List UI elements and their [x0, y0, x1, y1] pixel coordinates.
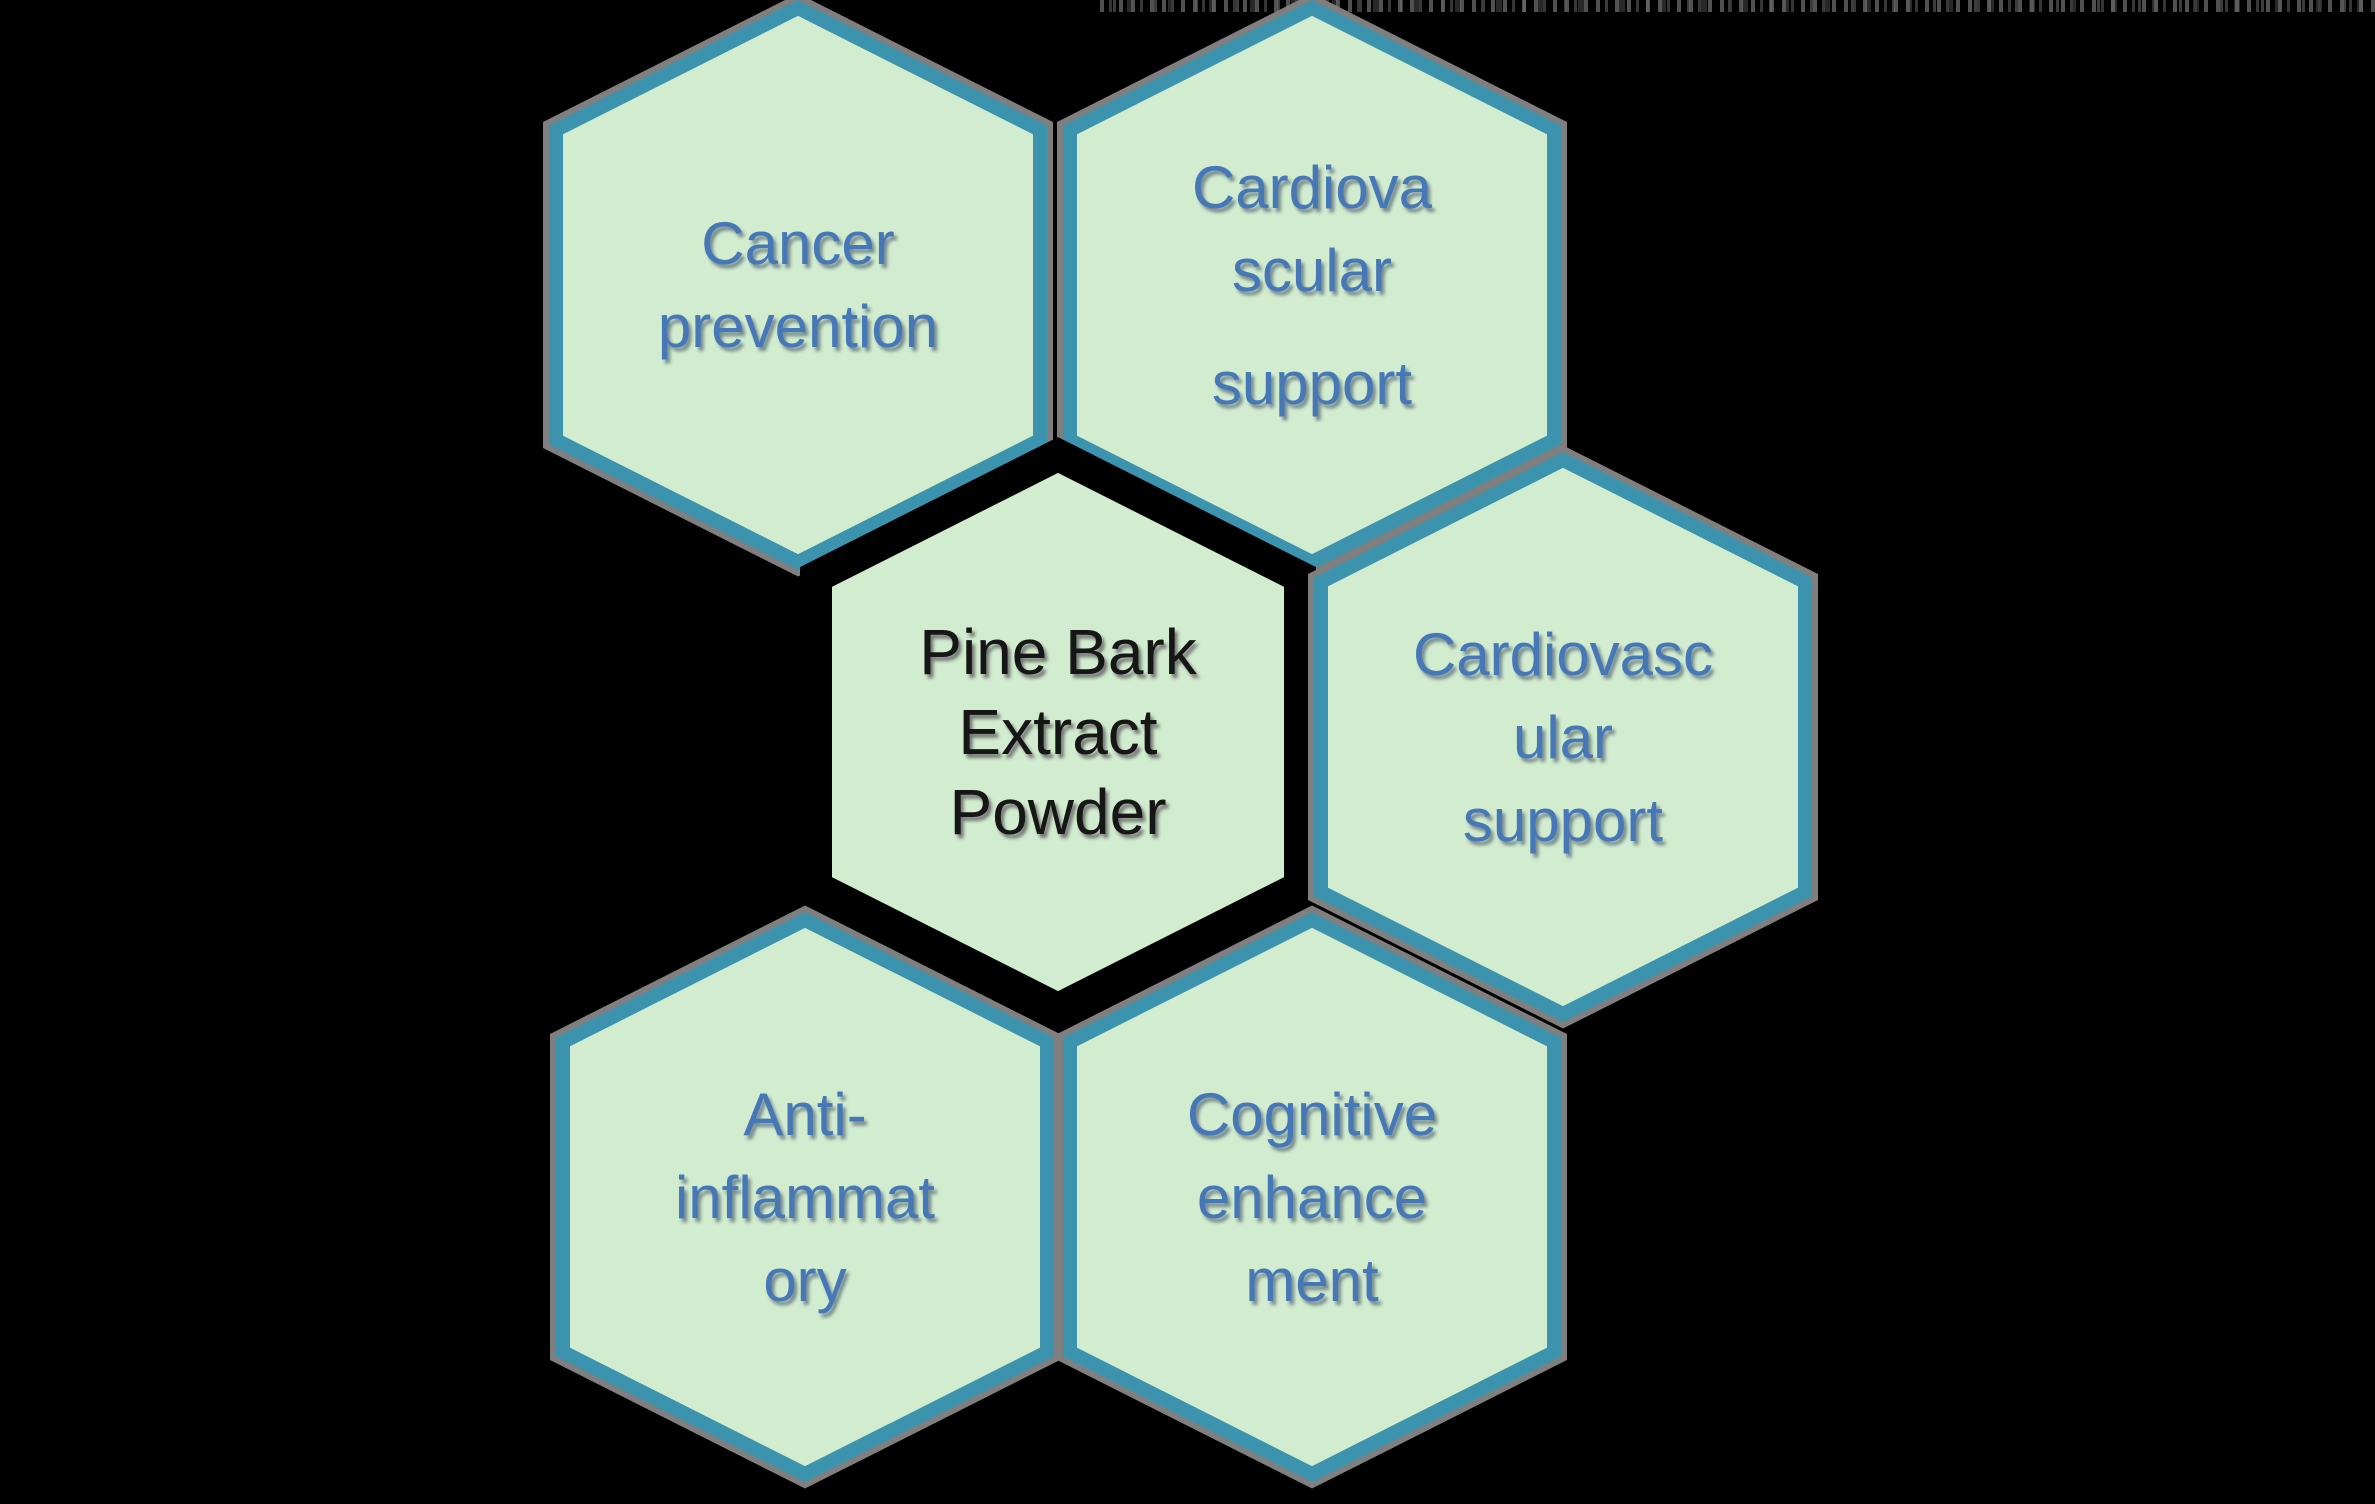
label-line: scular: [1231, 236, 1393, 304]
label-line: Anti-: [743, 1080, 867, 1148]
label-line: Cardiova: [1191, 153, 1433, 221]
hexagon-pine-bark-extract-powder: Pine Bark Extract Powder: [786, 425, 1330, 1039]
hexagon-shape: [1057, 0, 1567, 577]
hexagon-body: [1314, 452, 1812, 1022]
hexagon-anti-inflammatory: Anti- inflammat ory: [533, 890, 1077, 1504]
label-line: Powder: [949, 776, 1167, 848]
hexagon-label: Cognitive enhance ment: [1070, 920, 1554, 1474]
hexagon-label: Cardiovasc ular support: [1321, 460, 1805, 1014]
noise-artifact-strip: [1100, 0, 2375, 12]
hexagon-shape: [550, 905, 1060, 1489]
hexagon-label: Anti- inflammat ory: [563, 920, 1047, 1474]
label-line: ular: [1512, 703, 1614, 771]
hexagon-label: Cardiova scular support: [1070, 8, 1554, 562]
label-line: Extract: [958, 696, 1158, 768]
hexagon-label: Pine Bark Extract Powder: [816, 455, 1300, 1009]
hexagon-cognitive-enhancement: Cognitive enhance ment: [1040, 890, 1584, 1504]
hexagon-cardiovascular-support-top: Cardiova scular support: [1040, 0, 1584, 592]
label-line: inflammat: [674, 1163, 936, 1231]
label-line: support: [1211, 349, 1413, 417]
label-line: Pine Bark: [919, 616, 1197, 688]
label-line: enhance: [1196, 1163, 1428, 1231]
label-line: Cancer: [701, 210, 895, 277]
label-line: ory: [763, 1246, 847, 1314]
label-line: Cardiovasc: [1412, 620, 1714, 688]
label-line: ment: [1245, 1246, 1379, 1314]
hexagon-cancer-prevention: Cancer prevention: [526, 0, 1070, 592]
hexagon-label: Cancer prevention: [556, 8, 1040, 562]
hexagon-body: [549, 0, 1047, 570]
hexagon-body: [1063, 0, 1561, 570]
hexagon-shape: [543, 0, 1053, 577]
label-line: prevention: [657, 293, 939, 360]
label-line: Cognitive: [1186, 1080, 1438, 1148]
hexagon-shape: [800, 437, 1316, 1027]
label-line: support: [1462, 786, 1664, 854]
hexagon-shape: [1308, 445, 1818, 1029]
hexagon-cardiovascular-support-right: Cardiovasc ular support: [1291, 430, 1835, 1044]
hexagon-body: [800, 437, 1316, 1027]
